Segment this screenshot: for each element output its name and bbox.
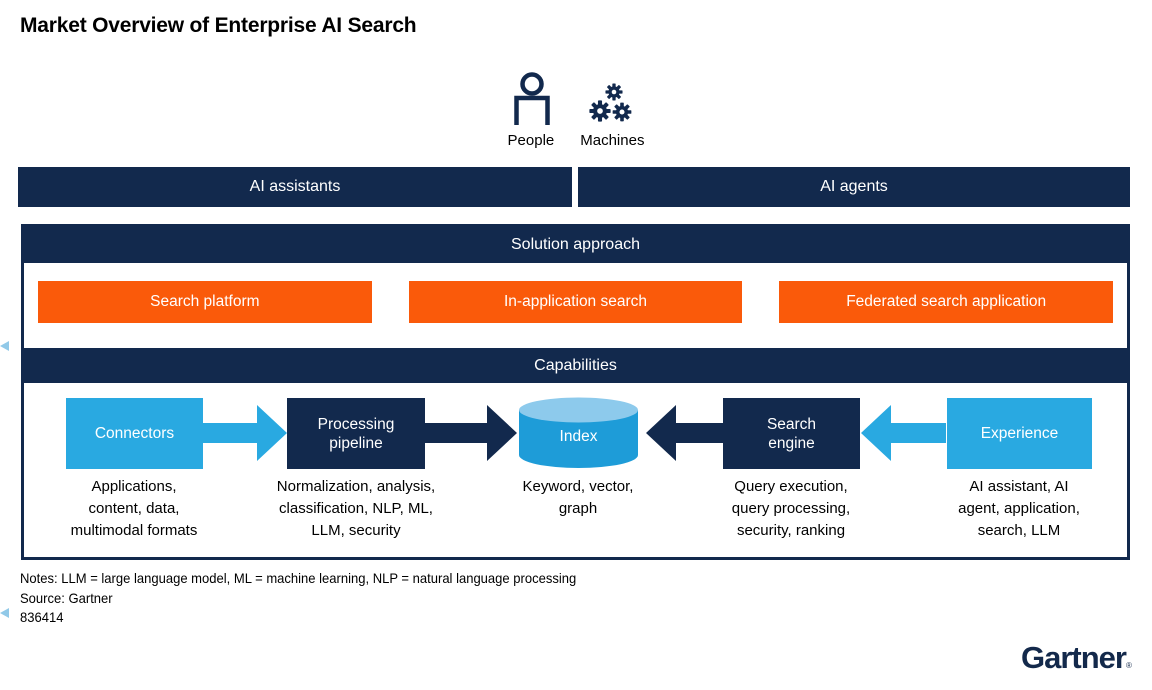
processing-pipeline-box: Processing pipeline [287,398,425,469]
connectors-box: Connectors [66,398,203,469]
source-line: Source: Gartner [20,589,113,606]
experience-label: Experience [980,425,1059,442]
experience-box: Experience [947,398,1092,469]
connectors-label: Connectors [94,425,175,442]
solution-in-application-search: In-application search [408,281,743,323]
database-cylinder-icon [519,397,638,468]
search-engine-description: Query execution, query processing, secur… [731,478,851,539]
actor-people: People [507,70,555,149]
solution-search-platform: Search platform [38,281,372,323]
flow-arrow-right-icon [425,405,517,461]
machines-label: Machines [580,132,645,149]
solution-row: Search platform In-application search Fe… [38,281,1114,323]
connectors-description: Applications, content, data, multimodal … [70,478,198,539]
index-description: Keyword, vector, graph [522,478,634,517]
capabilities-flow: Connectors Processing pipeline Index [24,396,1127,470]
gartner-logo-text: Gartner [1021,640,1127,675]
processing-pipeline-description: Normalization, analysis, classification,… [276,478,436,539]
left-edge-artifact-icon [0,608,9,618]
experience-description: AI assistant, AI agent, application, sea… [958,478,1080,539]
solution-capabilities-container: Solution approach Search platform In-app… [21,224,1130,560]
actor-machines: Machines [580,81,644,149]
search-engine-box: Search engine [723,398,860,469]
notes-line: Notes: LLM = large language model, ML = … [20,570,577,586]
actors-group: People [0,70,1152,149]
gears-icon [589,83,632,122]
document-id: 836414 [20,609,64,625]
solution-federated-search-application: Federated search application [779,281,1114,323]
flow-arrow-left-icon [646,405,723,461]
flow-arrow-right-icon [203,405,287,461]
index-cylinder: Index [517,396,640,470]
flow-arrow-left-icon [861,405,946,461]
ai-assistants-bar: AI assistants [18,167,572,207]
registered-trademark-icon: ® [1125,661,1132,670]
left-edge-artifact-icon [0,341,9,351]
solution-approach-header: Solution approach [24,227,1127,263]
person-outline-icon [514,72,550,125]
ai-agents-bar: AI agents [578,167,1130,207]
footnotes: Notes: LLM = large language model, ML = … [20,569,576,628]
capabilities-header: Capabilities [24,348,1127,383]
search-engine-label: Search engine [766,415,817,452]
gartner-logo: Gartner® [1021,640,1132,676]
page-title: Market Overview of Enterprise AI Search [20,14,417,37]
index-label: Index [559,428,598,445]
people-label: People [507,132,555,149]
processing-pipeline-label: Processing pipeline [317,415,395,452]
